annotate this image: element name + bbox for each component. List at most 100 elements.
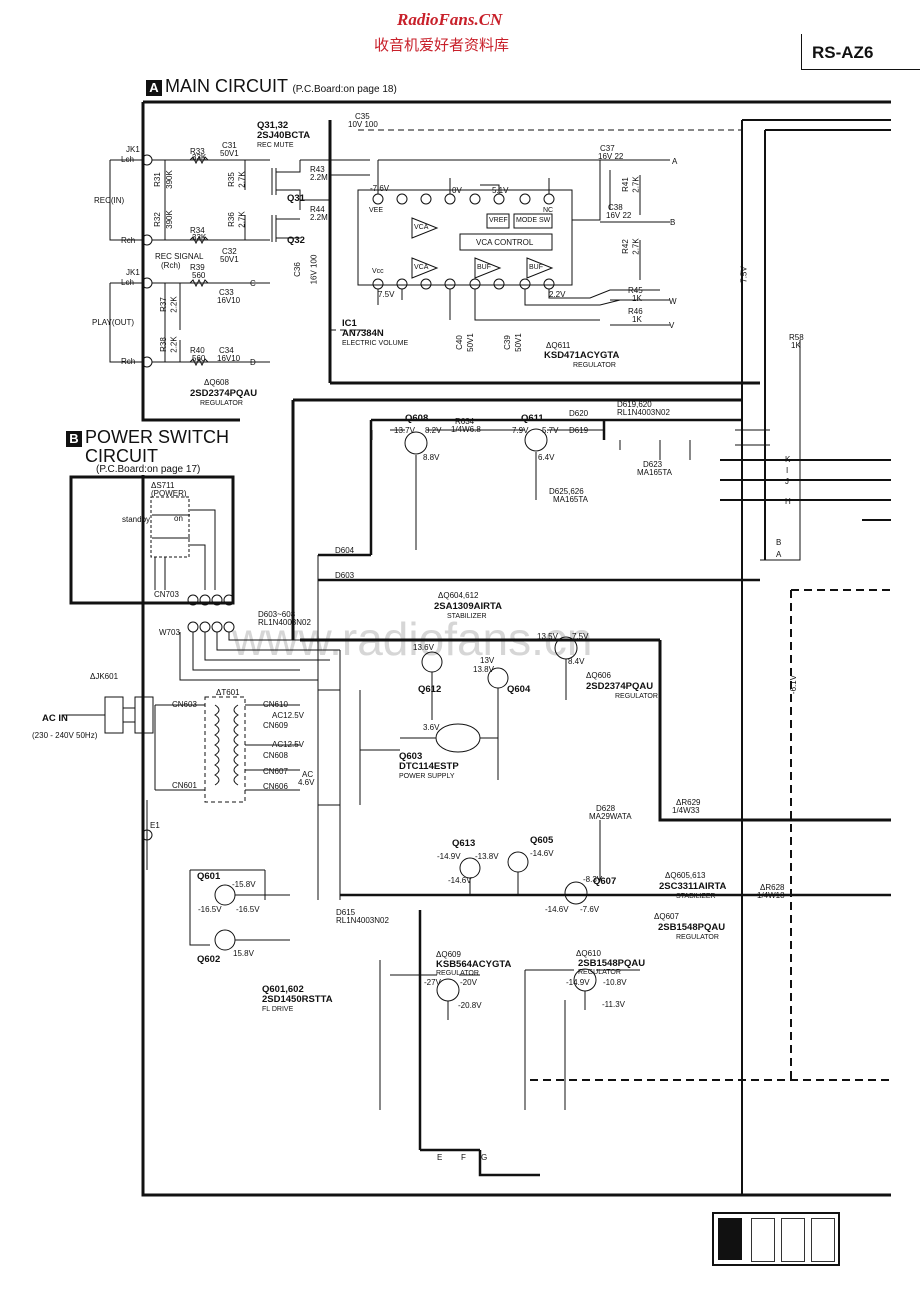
v-14-6c: -14.6V bbox=[545, 905, 569, 914]
jk1-rec-label: JK1 bbox=[126, 145, 140, 154]
q31-label: Q31 bbox=[287, 193, 305, 204]
ac46-value: 4.6V bbox=[298, 778, 315, 787]
c36-value: 16V 100 bbox=[309, 254, 319, 285]
q611-part: KSD471ACYGTA bbox=[544, 350, 620, 361]
vcc-label: Vcc bbox=[372, 268, 384, 275]
c40-value: 50V1 bbox=[465, 333, 475, 352]
v-14-9: -14.9V bbox=[437, 852, 461, 861]
ic1-fn: ELECTRIC VOLUME bbox=[342, 340, 409, 347]
q604-label: Q604 bbox=[507, 684, 531, 695]
r34-label: R34 bbox=[190, 226, 205, 235]
r58-label: R58 bbox=[789, 333, 804, 342]
q607-tag: ΔQ607 bbox=[654, 912, 679, 921]
c36-label: C36 bbox=[292, 262, 302, 277]
d615-label: D615 bbox=[336, 908, 356, 917]
connector-j: J bbox=[785, 477, 789, 486]
q604-612-tag: ΔQ604,612 bbox=[438, 591, 479, 600]
c31-label: C31 bbox=[222, 141, 237, 150]
ac125a-label: AC12.5V bbox=[272, 711, 305, 720]
connector-e: E bbox=[437, 1153, 443, 1162]
page-indicator-3 bbox=[781, 1218, 805, 1262]
q609-part: KSB564ACYGTA bbox=[436, 959, 512, 970]
r35-value: 2.7K bbox=[237, 171, 247, 188]
site-watermark: RadioFans.CN bbox=[397, 10, 503, 29]
ic-v-0: 0V bbox=[452, 186, 462, 195]
rec-lch-label: Lch bbox=[121, 155, 134, 164]
r39-label: R39 bbox=[190, 263, 205, 272]
q601-602-fn: FL DRIVE bbox=[262, 1006, 294, 1013]
section-b-heading: POWER SWITCH bbox=[85, 427, 229, 447]
r32-value: 390K bbox=[164, 210, 174, 229]
c39-label: C39 bbox=[502, 335, 512, 350]
r45-label: R45 bbox=[628, 286, 643, 295]
d603-608-label: D603~608 bbox=[258, 610, 296, 619]
d619-label: D619 bbox=[569, 426, 589, 435]
c35-label: C35 bbox=[355, 112, 370, 121]
r35-label: R35 bbox=[226, 172, 236, 187]
play-out-label: PLAY(OUT) bbox=[92, 318, 135, 327]
d619-620-label: D619,620 bbox=[617, 400, 652, 409]
v-14-6: -14.6V bbox=[530, 849, 554, 858]
c33-label: C33 bbox=[219, 288, 234, 297]
q603-label: Q603 bbox=[399, 751, 423, 762]
c32-label: C32 bbox=[222, 247, 237, 256]
ac46-label: AC bbox=[302, 770, 314, 779]
q608-part: 2SD2374PQAU bbox=[190, 388, 258, 399]
q607-part: 2SB1548PQAU bbox=[658, 922, 726, 933]
c34-label: C34 bbox=[219, 346, 234, 355]
nc-label: NC bbox=[543, 207, 554, 214]
rec-in-label: REC(IN) bbox=[94, 196, 125, 205]
on-label: on bbox=[174, 514, 183, 523]
q601-602-label: Q601,602 bbox=[262, 984, 304, 995]
mode-sw-label: MODE SW bbox=[516, 217, 551, 224]
q605-label: Q605 bbox=[530, 835, 554, 846]
c40-label: C40 bbox=[454, 335, 464, 350]
r31-label: R31 bbox=[152, 172, 162, 187]
ac-in-label: AC IN bbox=[42, 713, 68, 724]
r37-value: 2.2K bbox=[169, 296, 179, 313]
q32-label: Q32 bbox=[287, 235, 305, 246]
connector-k: K bbox=[785, 455, 791, 464]
vca1-label: VCA bbox=[414, 224, 429, 231]
q609-tag: ΔQ609 bbox=[436, 950, 461, 959]
r33-value: 33K bbox=[192, 153, 207, 162]
v-16-5: -16.5V bbox=[198, 905, 222, 914]
d619-620-part: RL1N4003N02 bbox=[617, 408, 670, 417]
model-number: RS-AZ6 bbox=[812, 43, 874, 62]
ac125b-label: AC12.5V bbox=[272, 740, 305, 749]
cn607-label: CN607 bbox=[263, 767, 288, 776]
c31-value: 50V1 bbox=[220, 149, 239, 158]
ic1-label: IC1 bbox=[342, 318, 357, 329]
q609-fn: REGULATOR bbox=[436, 970, 479, 977]
v-13-8: 13.8V bbox=[473, 665, 494, 674]
ic-v-51: 5.1V bbox=[492, 186, 509, 195]
ic-v-neg76: -7.6V bbox=[370, 184, 390, 193]
q610-tag: ΔQ610 bbox=[576, 949, 601, 958]
r40-value: 560 bbox=[192, 354, 206, 363]
v-13: 13V bbox=[480, 656, 495, 665]
q605-613-tag: ΔQ605,613 bbox=[665, 871, 706, 880]
cn606-label: CN606 bbox=[263, 782, 288, 791]
v-20: -20V bbox=[460, 978, 477, 987]
cn609-label: CN609 bbox=[263, 721, 288, 730]
buf1-label: BUF bbox=[477, 264, 491, 271]
connector-v: V bbox=[669, 321, 675, 330]
r38-label: R38 bbox=[158, 337, 168, 352]
r37-label: R37 bbox=[158, 297, 168, 312]
vref-label: VREF bbox=[489, 217, 508, 224]
q601-602-part: 2SD1450RSTTA bbox=[262, 994, 333, 1005]
d604-label: D604 bbox=[335, 546, 355, 555]
jk601-label: ΔJK601 bbox=[90, 672, 119, 681]
d603-label: D603 bbox=[335, 571, 355, 580]
q604-612-part: 2SA1309AIRTA bbox=[434, 601, 502, 612]
q613-label: Q613 bbox=[452, 838, 476, 849]
v-11-3: -11.3V bbox=[602, 1000, 625, 1009]
r34-value: 33K bbox=[192, 233, 207, 242]
c35-value: 10V 100 bbox=[348, 120, 378, 129]
d603-608-part: RL1N4003N02 bbox=[258, 618, 311, 627]
c38-label: C38 bbox=[608, 203, 623, 212]
q605-613-fn: STABILIZER bbox=[676, 893, 716, 900]
r31-value: 390K bbox=[164, 170, 174, 189]
ic-v-22: 2.2V bbox=[549, 290, 566, 299]
cn601-label: CN601 bbox=[172, 781, 197, 790]
